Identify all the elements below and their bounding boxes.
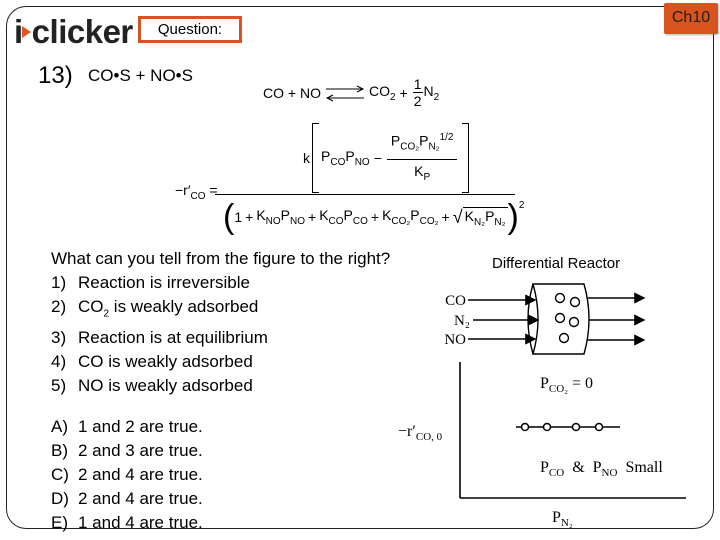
question-label-box: Question: bbox=[138, 16, 242, 43]
data-point bbox=[542, 422, 552, 432]
term-co: KCOPCO bbox=[319, 207, 368, 227]
play-triangle-icon bbox=[21, 26, 31, 39]
data-point bbox=[571, 422, 581, 432]
left-bracket bbox=[312, 123, 319, 193]
slide-frame bbox=[6, 6, 714, 529]
statement-3: 3)Reaction is at equilibrium bbox=[51, 328, 268, 348]
logo-prefix: i bbox=[14, 13, 23, 50]
equilibrium-fraction: PCO₂PN₂1/2 KP bbox=[386, 127, 458, 188]
product-n2: N2 bbox=[423, 82, 440, 103]
x-axis-label: PN₂ bbox=[552, 509, 573, 529]
rate-denominator: ( 1 + KNOPNO + KCOPCO + KCO₂PCO₂ + √KN₂P… bbox=[223, 198, 525, 236]
data-point bbox=[520, 422, 530, 432]
rate-lhs: −r′CO = bbox=[175, 182, 218, 202]
plus-sign: + bbox=[399, 84, 408, 101]
statement-2: 2)CO2 is weakly adsorbed bbox=[51, 297, 259, 320]
condition-pco2-zero: PCO₂ = 0 bbox=[540, 375, 593, 395]
y-axis-label: −r′CO, 0 bbox=[398, 423, 443, 443]
adsorbed-reaction: CO•S + NO•S bbox=[88, 66, 193, 85]
choice-c[interactable]: C)2 and 4 are true. bbox=[51, 465, 203, 484]
sqrt-term: √KN₂PN₂ bbox=[452, 206, 508, 228]
answer-choices: A)1 and 2 are true. B)2 and 3 are true. … bbox=[51, 415, 203, 535]
figure-title: Differential Reactor bbox=[492, 255, 621, 272]
choice-b[interactable]: B)2 and 3 are true. bbox=[51, 441, 203, 460]
minus-sign: − bbox=[373, 150, 382, 166]
fraction-bar bbox=[215, 194, 515, 195]
inlet-label-n2: N₂ bbox=[454, 313, 470, 329]
reversible-arrows-icon bbox=[325, 85, 365, 101]
reactants: CO + NO bbox=[263, 84, 321, 101]
logo-suffix: clicker bbox=[31, 13, 134, 50]
statement-5: 5)NO is weakly adsorbed bbox=[51, 376, 253, 396]
data-point bbox=[594, 422, 604, 432]
question-prompt: What can you tell from the figure to the… bbox=[51, 249, 391, 268]
statement-4: 4)CO is weakly adsorbed bbox=[51, 352, 253, 372]
reactor-body bbox=[532, 283, 590, 355]
rate-trend-line bbox=[516, 422, 620, 432]
term-co2: KCO₂PCO₂ bbox=[382, 207, 439, 227]
product-co2: CO2 bbox=[368, 82, 396, 103]
question-number: 13) bbox=[38, 62, 73, 89]
rate-law-equation: k PCO PNO − PCO₂PN₂1/2 KP −r′CO = ( 1 + … bbox=[175, 118, 524, 243]
p-co: PCO bbox=[321, 148, 346, 168]
choice-d[interactable]: D)2 and 4 are true. bbox=[51, 489, 203, 508]
right-bracket bbox=[462, 123, 470, 193]
inlet-label-no: NO bbox=[444, 332, 466, 348]
chapter-badge: Ch10 bbox=[664, 3, 718, 34]
choice-a[interactable]: A)1 and 2 are true. bbox=[51, 417, 203, 436]
inlet-label-co: CO bbox=[445, 293, 466, 309]
term-no: KNOPNO bbox=[256, 207, 305, 227]
choice-e[interactable]: E)1 and 4 are true. bbox=[51, 513, 203, 532]
statement-1: 1)Reaction is irreversible bbox=[51, 273, 250, 292]
catalyst-particles bbox=[554, 292, 581, 344]
rate-constant: k bbox=[303, 150, 310, 166]
p-no: PNO bbox=[345, 148, 370, 168]
question-block: What can you tell from the figure to the… bbox=[51, 247, 390, 398]
rate-numerator: k PCO PNO − PCO₂PN₂1/2 KP bbox=[303, 122, 470, 194]
